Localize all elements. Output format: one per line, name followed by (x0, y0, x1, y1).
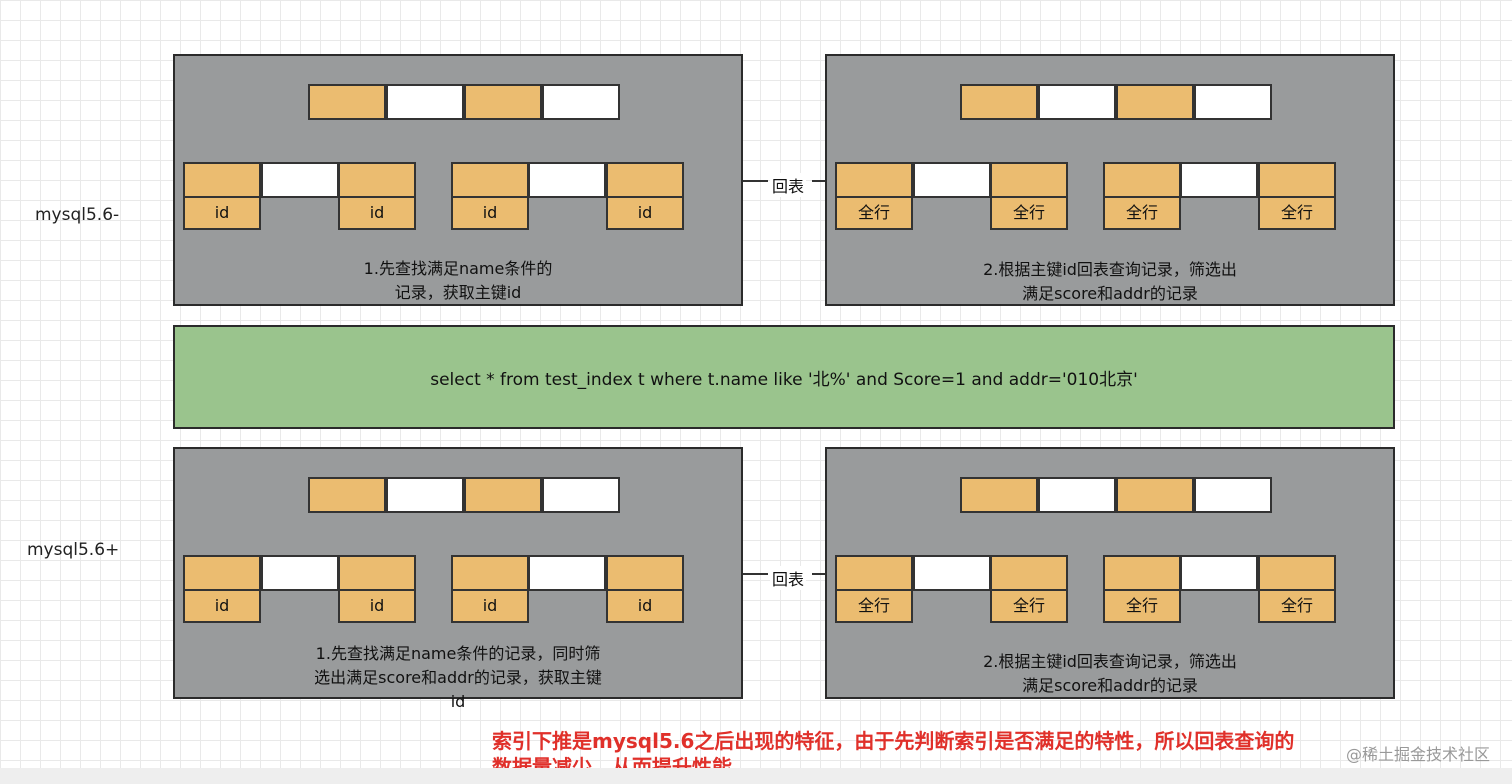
bottom-left-root-cell-0 (308, 477, 386, 513)
bottom-right-leaf-key-5 (1258, 555, 1336, 591)
bottom-right-leaf-value-0: 全行 (835, 589, 913, 623)
top-left-leaf-key-4 (528, 162, 606, 198)
bottom-left-leaf-value-3-text: id (637, 596, 653, 615)
bottom-right-caption-line-1: 满足score和addr的记录 (1022, 676, 1198, 695)
top-left-leaf-key-1 (261, 162, 339, 198)
bottom-right-leaf-key-0 (835, 555, 913, 591)
bottom-right-root-cell-1 (1038, 477, 1116, 513)
bottom-left-leaf-value-0: id (183, 589, 261, 623)
top-left-leaf-value-0: id (183, 196, 261, 230)
top-left-root-cell-3 (542, 84, 620, 120)
bottom-left-root-cell-2 (464, 477, 542, 513)
sql-query-box: select * from test_index t where t.name … (173, 325, 1395, 429)
top-left-leaf-value-3-text: id (637, 203, 653, 222)
top-left-root-cell-0 (308, 84, 386, 120)
bottom-right-leaf-value-2: 全行 (1103, 589, 1181, 623)
top-right-leaf-key-0 (835, 162, 913, 198)
top-right-caption-line-1: 满足score和addr的记录 (1022, 284, 1198, 303)
bottom-left-leaf-key-2 (338, 555, 416, 591)
bottom-right-leaf-key-1 (913, 555, 991, 591)
top-right-leaf-value-0-text: 全行 (857, 203, 890, 222)
top-right-leaf-value-0: 全行 (835, 196, 913, 230)
bottom-left-leaf-key-5 (606, 555, 684, 591)
bottom-left-leaf-value-2: id (451, 589, 529, 623)
bottom-right-leaf-key-4 (1180, 555, 1258, 591)
bottom-left-leaf-key-0 (183, 555, 261, 591)
bottom-bar (0, 768, 1512, 784)
top-right-root-cell-3 (1194, 84, 1272, 120)
top-right-leaf-key-3 (1103, 162, 1181, 198)
top-left-leaf-value-0-text: id (214, 203, 230, 222)
bottom-right-caption-line-0: 2.根据主键id回表查询记录，筛选出 (983, 652, 1237, 671)
top-right-leaf-key-4 (1180, 162, 1258, 198)
top-left-caption: 1.先查找满足name条件的记录，获取主键id (173, 257, 743, 305)
bottom-left-leaf-key-4 (528, 555, 606, 591)
top-right-leaf-key-2 (990, 162, 1068, 198)
bottom-left-leaf-value-1: id (338, 589, 416, 623)
top-right-leaf-key-5 (1258, 162, 1336, 198)
top-left-leaf-key-2 (338, 162, 416, 198)
top-right-leaf-value-2-text: 全行 (1125, 203, 1158, 222)
bottom-right-leaf-value-2-text: 全行 (1125, 596, 1158, 615)
bottom-left-root-cell-1 (386, 477, 464, 513)
top-left-leaf-value-3: id (606, 196, 684, 230)
bottom-left-leaf-value-1-text: id (369, 596, 385, 615)
top-right-root-cell-2 (1116, 84, 1194, 120)
bottom-right-leaf-key-2 (990, 555, 1068, 591)
top-left-leaf-value-2: id (451, 196, 529, 230)
bottom-right-leaf-value-1: 全行 (990, 589, 1068, 623)
bottom-right-leaf-value-3: 全行 (1258, 589, 1336, 623)
bottom-left-leaf-value-3: id (606, 589, 684, 623)
bottom-right-leaf-value-0-text: 全行 (857, 596, 890, 615)
bottom-right-leaf-value-3-text: 全行 (1280, 596, 1313, 615)
top-left-caption-line-0: 1.先查找满足name条件的 (363, 259, 553, 278)
bottom-left-leaf-value-0-text: id (214, 596, 230, 615)
top-left-leaf-key-5 (606, 162, 684, 198)
bottom-right-root-cell-3 (1194, 477, 1272, 513)
top-left-root-cell-1 (386, 84, 464, 120)
watermark: @稀土掘金技术社区 (1345, 745, 1490, 764)
top-right-caption: 2.根据主键id回表查询记录，筛选出满足score和addr的记录 (825, 258, 1395, 306)
bottom-right-leaf-key-3 (1103, 555, 1181, 591)
top-right-root-cell-1 (1038, 84, 1116, 120)
bottom-left-caption-line-0: 1.先查找满足name条件的记录，同时筛 (315, 644, 601, 663)
top-right-leaf-value-1: 全行 (990, 196, 1068, 230)
note-line-1: 索引下推是mysql5.6之后出现的特征，由于先判断索引是否满足的特性，所以回表… (492, 729, 1295, 753)
bottom-right-root-cell-0 (960, 477, 1038, 513)
top-left-leaf-value-2-text: id (482, 203, 498, 222)
bottom-left-leaf-key-1 (261, 555, 339, 591)
top-left-leaf-key-3 (451, 162, 529, 198)
top-left-leaf-value-1-text: id (369, 203, 385, 222)
top-right-leaf-value-1-text: 全行 (1012, 203, 1045, 222)
bottom-left-leaf-value-2-text: id (482, 596, 498, 615)
bottom-left-caption: 1.先查找满足name条件的记录，同时筛选出满足score和addr的记录，获取… (173, 642, 743, 714)
top-right-leaf-key-1 (913, 162, 991, 198)
bottom-left-caption-line-1: 选出满足score和addr的记录，获取主键 (314, 668, 602, 687)
sql-query-text: select * from test_index t where t.name … (430, 369, 1138, 390)
row-label-top: mysql5.6- (35, 205, 120, 225)
row-label-bottom: mysql5.6+ (27, 540, 120, 560)
top-right-leaf-value-3: 全行 (1258, 196, 1336, 230)
top-right-leaf-value-3-text: 全行 (1280, 203, 1313, 222)
top-right-caption-line-0: 2.根据主键id回表查询记录，筛选出 (983, 260, 1237, 279)
explanation-note: 索引下推是mysql5.6之后出现的特征，由于先判断索引是否满足的特性，所以回表… (492, 728, 1294, 780)
bottom-left-root-cell-3 (542, 477, 620, 513)
bottom-right-root-cell-2 (1116, 477, 1194, 513)
bottom-right-leaf-value-1-text: 全行 (1012, 596, 1045, 615)
top-left-root-cell-2 (464, 84, 542, 120)
bottom-left-leaf-key-3 (451, 555, 529, 591)
lookup-label-bottom: 回表 (770, 566, 807, 590)
top-left-caption-line-1: 记录，获取主键id (394, 283, 522, 302)
top-right-leaf-value-2: 全行 (1103, 196, 1181, 230)
top-left-leaf-value-1: id (338, 196, 416, 230)
bottom-right-caption: 2.根据主键id回表查询记录，筛选出满足score和addr的记录 (825, 650, 1395, 698)
top-left-leaf-key-0 (183, 162, 261, 198)
bottom-left-caption-line-2: id (450, 692, 466, 711)
top-right-root-cell-0 (960, 84, 1038, 120)
lookup-label-top: 回表 (770, 173, 807, 197)
